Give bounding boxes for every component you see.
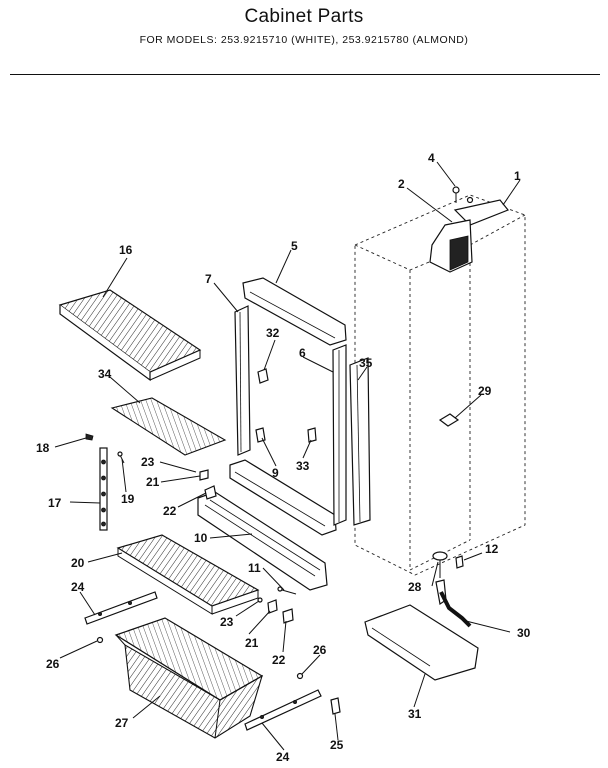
- callout-labels: 1 2 4 5 6 7 9 10 11 12 16 17 18 19 20 21…: [36, 151, 531, 764]
- callout-31: 31: [408, 707, 422, 721]
- callout-22-upper: 22: [163, 504, 177, 518]
- callout-11: 11: [248, 561, 261, 575]
- callout-16: 16: [119, 243, 133, 257]
- bottom-hinge-assembly: [432, 551, 472, 628]
- callout-34: 34: [98, 367, 112, 381]
- basket-rail-right: [244, 672, 322, 731]
- door-liner-left: [234, 305, 251, 456]
- door-top-trim: [242, 277, 347, 346]
- header-divider: [10, 74, 600, 75]
- callout-6: 6: [299, 346, 306, 360]
- callout-26-left: 26: [46, 657, 60, 671]
- callout-21-lower: 21: [245, 636, 259, 650]
- drip-tray: [364, 604, 479, 681]
- callout-20: 20: [71, 556, 85, 570]
- callout-22-lower: 22: [272, 653, 286, 667]
- callout-7: 7: [205, 272, 212, 286]
- leader-lines: [54, 161, 521, 751]
- door-bottom-trim: [229, 459, 337, 536]
- callout-28: 28: [408, 580, 422, 594]
- door-clips: [255, 368, 317, 443]
- callout-5: 5: [291, 239, 298, 253]
- page-title: Cabinet Parts: [244, 6, 364, 27]
- callout-23-lower: 23: [220, 615, 234, 629]
- shelf-support-rail: [85, 433, 125, 531]
- callout-33: 33: [296, 459, 310, 473]
- callout-27: 27: [115, 716, 129, 730]
- shelf-bracket-upper: [199, 469, 217, 500]
- kickplate-screw: [277, 586, 297, 595]
- basket-rail-left: [84, 591, 158, 625]
- door-hinge-assembly: [429, 186, 509, 273]
- callout-18: 18: [36, 441, 50, 455]
- callout-19: 19: [121, 492, 135, 506]
- rail-screw-left: [96, 636, 104, 644]
- model-subtitle: FOR MODELS: 253.9215710 (WHITE), 253.921…: [139, 34, 469, 46]
- wire-shelf-middle: [110, 397, 227, 456]
- callout-2: 2: [398, 177, 405, 191]
- shelf-bracket-lower: [257, 597, 294, 624]
- wire-shelf-upper: [58, 289, 202, 382]
- door-liner-right: [332, 344, 347, 526]
- callout-4: 4: [428, 151, 435, 165]
- callout-29: 29: [478, 384, 492, 398]
- leveling-leg: [330, 697, 341, 715]
- callout-35: 35: [359, 356, 373, 370]
- callout-9: 9: [272, 466, 279, 480]
- callout-30: 30: [517, 626, 531, 640]
- callout-21-upper: 21: [146, 475, 160, 489]
- callout-25: 25: [330, 738, 344, 752]
- wire-shelf-lower: [116, 534, 260, 615]
- callout-12: 12: [485, 542, 499, 556]
- callout-17: 17: [48, 496, 62, 510]
- callout-26-right: 26: [313, 643, 327, 657]
- callout-1: 1: [514, 169, 521, 183]
- hinge-pin: [438, 413, 460, 427]
- callout-24-upper: 24: [71, 580, 85, 594]
- door-side-rail: [349, 357, 371, 526]
- callout-24-lower: 24: [276, 750, 290, 764]
- wire-basket: [114, 617, 264, 739]
- callout-32: 32: [266, 326, 280, 340]
- callout-10: 10: [194, 531, 208, 545]
- callout-23-upper: 23: [141, 455, 155, 469]
